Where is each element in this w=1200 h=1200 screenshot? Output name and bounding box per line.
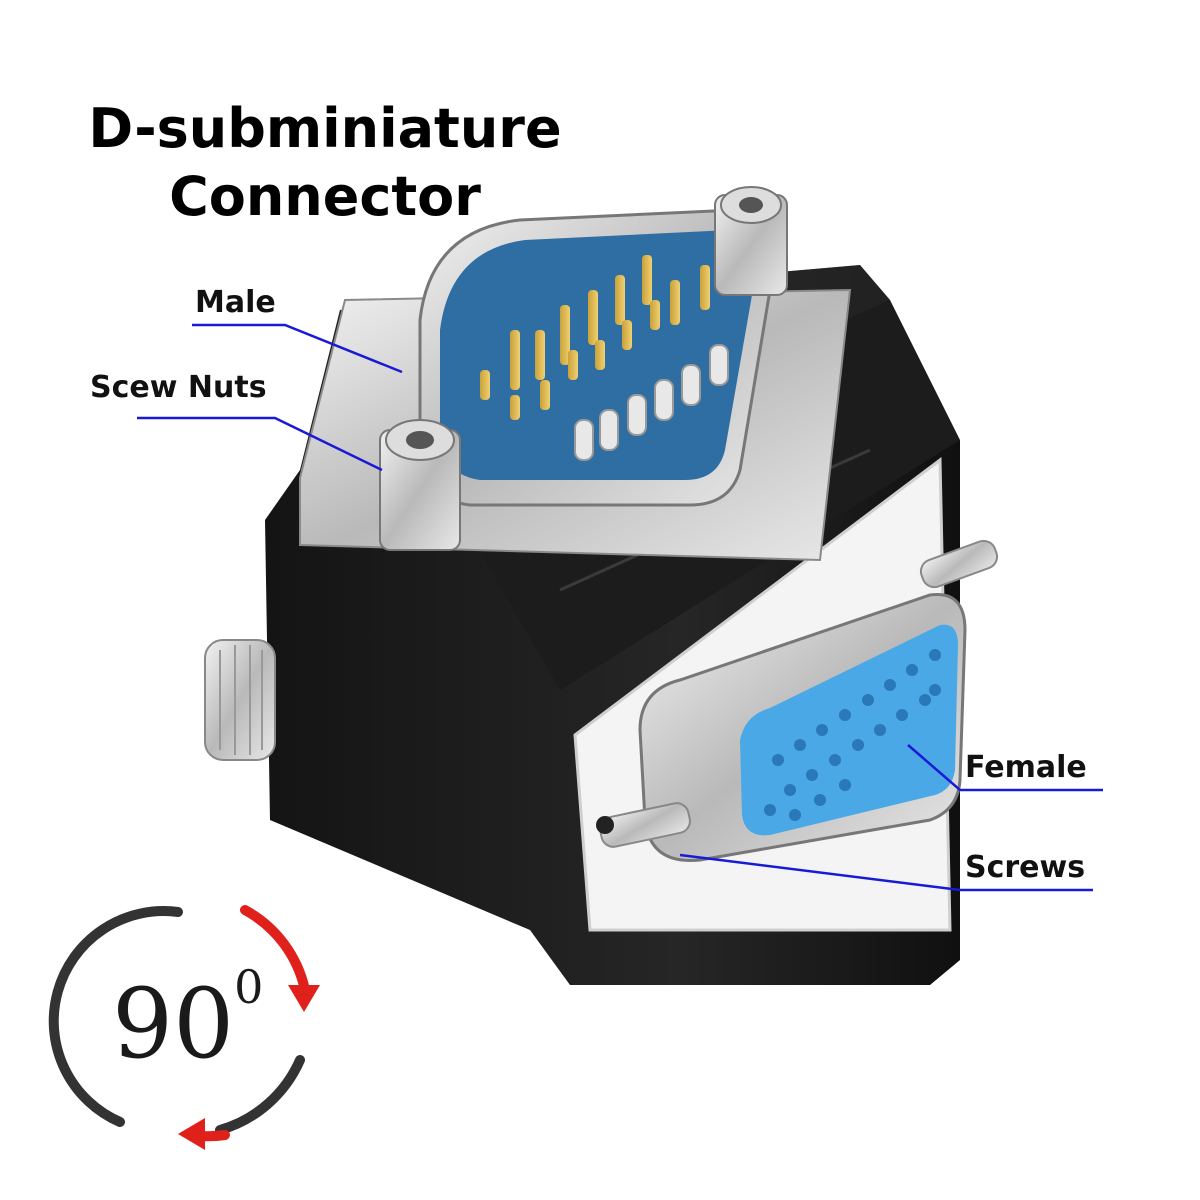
label-female: Female: [965, 750, 1087, 785]
leader-lines: [137, 323, 1103, 892]
male-d-shell: [418, 208, 777, 507]
leader-line-male: [192, 323, 403, 374]
label-male: Male: [195, 285, 276, 320]
screw-nut-top: [714, 186, 788, 296]
badge-degree: 0: [234, 960, 264, 1014]
page-title: D-subminiature Connector: [0, 95, 650, 231]
leader-line-screw-nuts: [137, 416, 383, 472]
badge-angle-value: 900: [112, 960, 263, 1080]
leader-line-female: [907, 744, 1103, 792]
leader-line-screws: [679, 853, 1093, 892]
rotation-badge: [48, 905, 320, 1150]
label-screw-nuts: Scew Nuts: [90, 370, 267, 405]
female-screw-right: [919, 539, 999, 589]
female-screw-left: [596, 802, 691, 848]
badge-angle: 90: [112, 968, 235, 1080]
title-line-2: Connector: [169, 165, 481, 228]
title-line-1: D-subminiature: [88, 97, 562, 160]
side-thumbscrew: [204, 639, 276, 761]
female-d-shell: [638, 592, 967, 862]
screw-nut-bottom: [379, 419, 461, 551]
arrow-down-icon: [288, 985, 320, 1012]
label-screws: Screws: [965, 850, 1086, 885]
arrow-left-icon: [178, 1118, 205, 1150]
